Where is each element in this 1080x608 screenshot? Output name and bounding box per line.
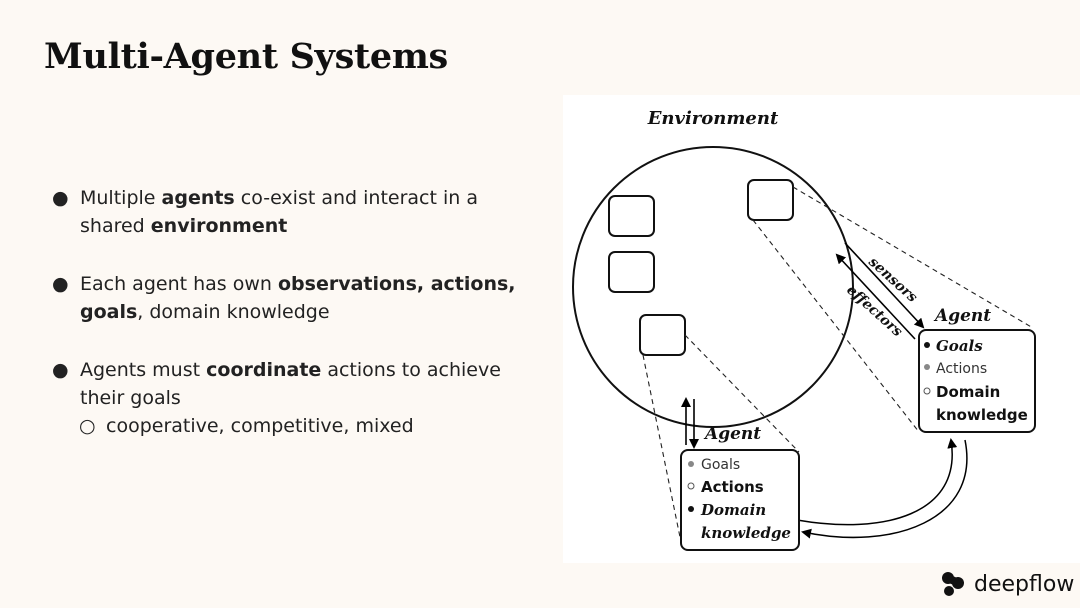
effectors-arrow bbox=[835, 253, 916, 340]
bottom-agent-knowledge: knowledge bbox=[701, 524, 791, 542]
right-agent-goals: Goals bbox=[936, 337, 983, 355]
diagram-svg: Environment sensors effectors Agent Goa bbox=[572, 108, 1036, 551]
brand-logo: deepflow bbox=[940, 570, 1074, 598]
curved-arrow-to-bottom-agent bbox=[801, 439, 968, 539]
bottom-agent-domain: Domain bbox=[700, 501, 766, 519]
sub-bullet-item: ○ cooperative, competitive, mixed bbox=[52, 412, 522, 440]
bullet-dot-icon: ● bbox=[52, 359, 69, 381]
environment-label: Environment bbox=[647, 108, 779, 129]
right-agent-box bbox=[918, 329, 1036, 433]
projection-lines bbox=[642, 186, 1034, 543]
bullet-dot-icon: ● bbox=[52, 187, 69, 209]
bullet-dot-icon: ● bbox=[52, 273, 69, 295]
gray-dot-icon bbox=[688, 461, 694, 467]
bullet-item: ● Each agent has own observations, actio… bbox=[52, 270, 522, 326]
bullet-item: ● Agents must coordinate actions to achi… bbox=[52, 356, 522, 412]
gray-dot-icon bbox=[924, 364, 930, 370]
bottom-agent-box bbox=[680, 449, 800, 551]
env-agent-box bbox=[608, 195, 655, 237]
sub-bullet-circle-icon: ○ bbox=[79, 415, 96, 437]
sensors-label: sensors bbox=[865, 254, 920, 306]
deepflow-logo-icon bbox=[942, 572, 964, 596]
bullet-item: ● Multiple agents co-exist and interact … bbox=[52, 184, 522, 240]
env-agent-box bbox=[639, 314, 686, 356]
filled-dot-icon bbox=[688, 506, 694, 512]
bullet-text: Agents must coordinate actions to achiev… bbox=[80, 359, 501, 409]
hollow-dot-icon bbox=[923, 387, 931, 395]
bullet-text: Multiple agents co-exist and interact in… bbox=[80, 187, 478, 237]
right-agent-domain: Domain bbox=[936, 383, 1000, 401]
bottom-agent-goals: Goals bbox=[701, 457, 740, 473]
right-agent-actions: Actions bbox=[936, 361, 987, 377]
brand-name: deepflow bbox=[974, 571, 1075, 597]
slide-title: Multi-Agent Systems bbox=[44, 36, 448, 77]
right-agent-knowledge: knowledge bbox=[936, 406, 1028, 424]
sensors-arrow bbox=[844, 242, 925, 329]
bottom-agent-label: Agent bbox=[703, 424, 761, 444]
bullet-list: ● Multiple agents co-exist and interact … bbox=[52, 184, 522, 440]
env-agent-box bbox=[608, 251, 655, 293]
environment-circle bbox=[572, 146, 854, 428]
filled-dot-icon bbox=[924, 342, 930, 348]
env-agent-box bbox=[747, 179, 794, 221]
multi-agent-diagram: Environment sensors effectors Agent Goa bbox=[563, 95, 1080, 563]
sub-bullet-text: cooperative, competitive, mixed bbox=[106, 415, 414, 437]
bullet-text: Each agent has own observations, actions… bbox=[80, 273, 516, 323]
curved-arrow-to-right-agent bbox=[796, 438, 958, 526]
hollow-dot-icon bbox=[687, 482, 695, 490]
bottom-agent-actions: Actions bbox=[701, 478, 764, 496]
right-agent-label: Agent bbox=[933, 306, 991, 326]
